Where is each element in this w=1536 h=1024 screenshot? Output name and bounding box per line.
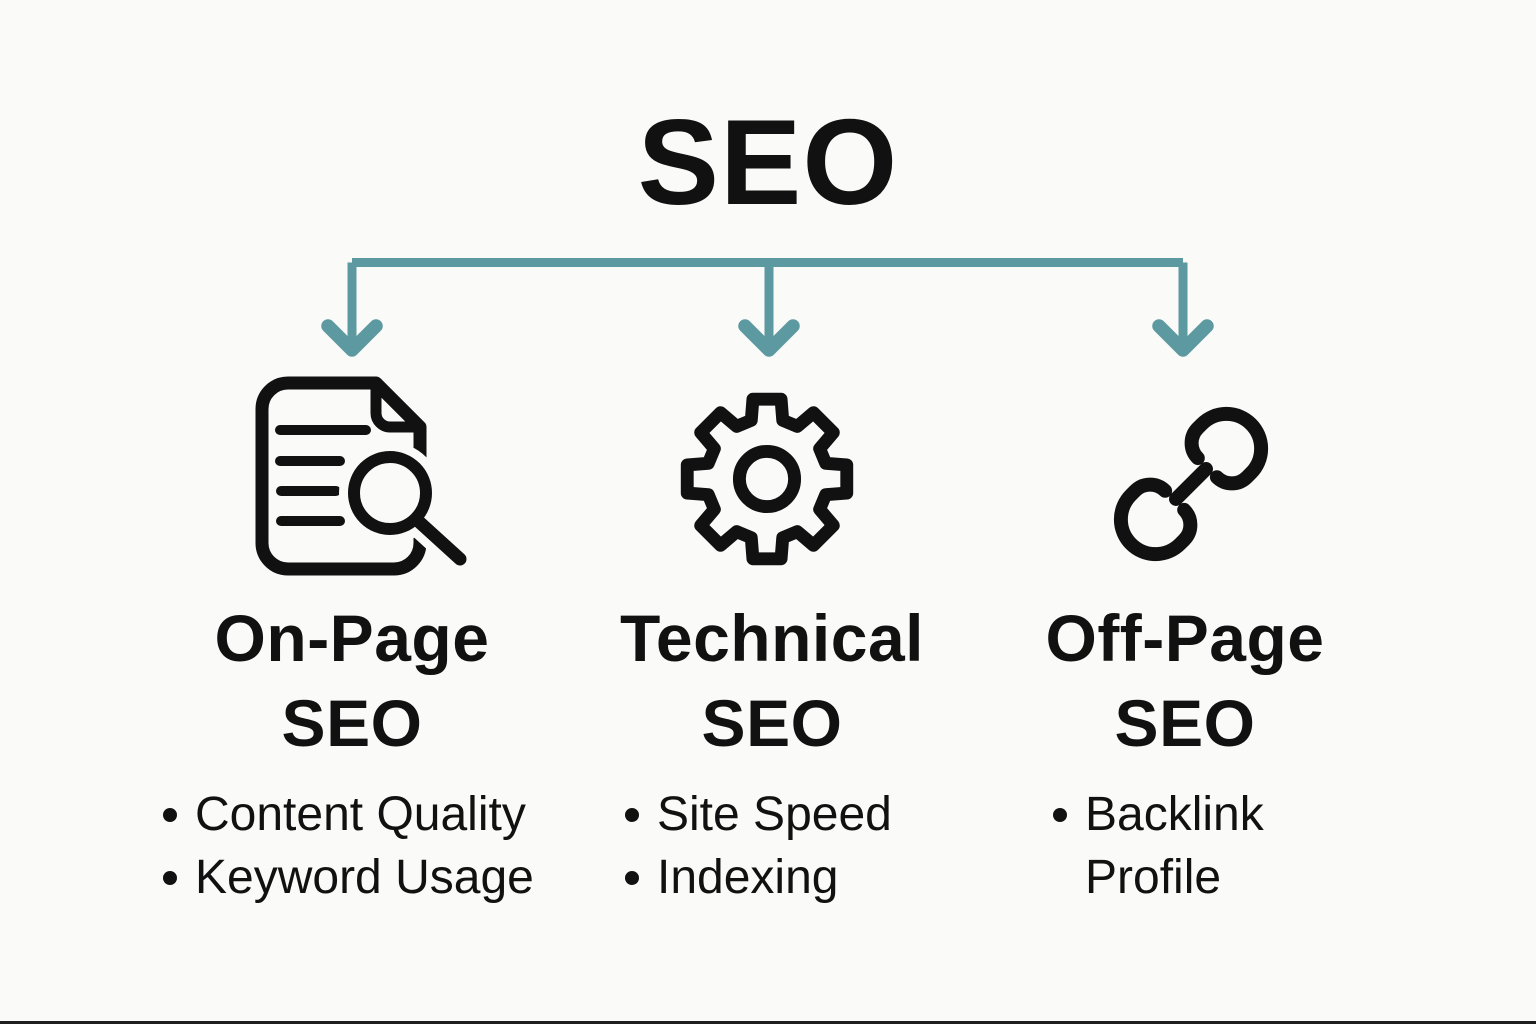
- link-icon: [1085, 378, 1297, 590]
- heading-line: Technical: [619, 601, 925, 675]
- heading-line: Off-Page: [1045, 601, 1325, 675]
- diagram-title: SEO: [637, 94, 899, 230]
- bullet-dot: [625, 871, 639, 885]
- bullet-dot: [163, 871, 177, 885]
- link-center-bar: [1169, 462, 1213, 506]
- magnifier-icon: [348, 451, 467, 566]
- bullet-label: Content Quality: [195, 788, 526, 841]
- branch-connector: [321, 258, 1214, 357]
- bullet-item: Content Quality: [163, 783, 583, 846]
- document-text-lines: [275, 425, 371, 526]
- column-heading-technical: Technical SEO: [512, 596, 1032, 766]
- bullet-label: Site Speed: [657, 788, 892, 841]
- document-outline: [255, 376, 427, 576]
- arrowhead-left-icon: [321, 319, 383, 357]
- arrowhead-middle-icon: [738, 319, 800, 357]
- bullet-list-on-page: Content Quality Keyword Usage: [163, 783, 583, 909]
- gear-hub: [732, 444, 802, 514]
- bullet-label: Indexing: [657, 851, 839, 904]
- heading-line: SEO: [701, 686, 843, 760]
- link-lower-loop: [1113, 477, 1198, 562]
- column-heading-on-page: On-Page SEO: [92, 596, 612, 766]
- bullet-list-off-page: Backlink Profile: [1053, 783, 1308, 909]
- bottom-border-line: [0, 1021, 1536, 1024]
- heading-line: SEO: [281, 686, 423, 760]
- bullet-item: Keyword Usage: [163, 846, 583, 909]
- column-heading-off-page: Off-Page SEO: [925, 596, 1445, 766]
- document-fold: [370, 387, 417, 433]
- heading-line: SEO: [1114, 686, 1256, 760]
- link-upper-loop: [1184, 406, 1269, 491]
- heading-line: On-Page: [214, 601, 490, 675]
- bullet-item: Indexing: [625, 846, 965, 909]
- arrowhead-right-icon: [1152, 319, 1214, 357]
- gear-outline: [680, 392, 854, 566]
- bullet-list-technical: Site Speed Indexing: [625, 783, 965, 909]
- gear-icon: [675, 387, 859, 571]
- bullet-dot: [1053, 808, 1067, 822]
- bullet-dot: [163, 808, 177, 822]
- bullet-label: Keyword Usage: [195, 851, 534, 904]
- bullet-label: Backlink Profile: [1085, 788, 1264, 904]
- bullet-item: Site Speed: [625, 783, 965, 846]
- bullet-item: Backlink Profile: [1053, 783, 1308, 909]
- document-search-icon: [248, 373, 478, 603]
- bullet-dot: [625, 808, 639, 822]
